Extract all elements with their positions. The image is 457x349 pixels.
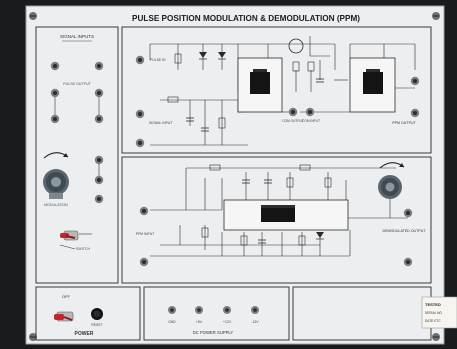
power-label: POWER [75,331,94,337]
capacitor-icon [242,179,250,184]
socket-signal-5[interactable] [50,114,60,124]
socket-pulse-in[interactable] [135,55,145,65]
modulation-label: MODULATION [44,203,68,207]
socket-mod-1[interactable] [94,155,104,165]
resistor-icon [218,117,226,129]
signal-input-label: SIGNAL INPUT [149,121,172,125]
demodulator-circuit [150,167,408,257]
pulse-output-label: PULSE OUTPUT [63,82,91,86]
socket-signal-6[interactable] [94,114,104,124]
diode-icon [316,232,324,240]
resistor-icon [299,164,311,171]
com-input-label: COM INPUT [302,119,320,123]
screw-icon [432,333,440,341]
socket-demod-out[interactable] [403,208,413,218]
arrowhead-icon [399,163,404,167]
capacitor-icon [264,179,272,184]
socket-plus5v[interactable] [195,306,203,314]
panel-face [25,5,445,345]
terminal-label-gnd: GND [168,320,176,324]
ic-module-2 [349,57,396,113]
terminal-label-minus12v: -12V [251,320,259,324]
ppm-output-label: PPM OUTPUT [392,121,416,125]
socket-mod-3[interactable] [94,194,104,204]
reset-button[interactable] [91,308,103,320]
diode-icon [218,52,226,60]
ppm-input-label: PPM INPUT [136,232,154,236]
pulse-in-label: PULSE IN [150,58,166,62]
socket-signal-4[interactable] [94,88,104,98]
sticker-line-1: TESTED [425,302,441,307]
socket-signal-3[interactable] [50,88,60,98]
modulation-knob[interactable] [43,169,69,199]
terminal-label-plus5v: +5V [196,320,203,324]
switch-label: SWITCH [76,247,91,251]
modulator-circuit [149,36,416,146]
resistor-icon [167,96,179,103]
power-section-border [35,286,141,341]
inspection-sticker: TESTED SERIAL NO DATE ETC [421,296,457,329]
ic-chip-demod [223,199,349,231]
resistor-icon [240,235,248,246]
reset-label: RESET [91,323,102,327]
demodulator-section-border [121,156,432,284]
screw-icon [432,12,440,20]
resistor-icon [298,235,306,246]
socket-ppm-gnd[interactable] [410,108,420,118]
socket-signal-2[interactable] [94,61,104,71]
modulator-section-border [121,26,432,154]
panel-title: PULSE POSITION MODULATION & DEMODULATION… [132,14,360,23]
mode-toggle-switch[interactable] [60,230,79,241]
socket-gnd[interactable] [168,306,176,314]
transistor-icon [288,38,304,54]
socket-ppm-output[interactable] [410,76,420,86]
socket-com-input[interactable] [305,107,315,117]
socket-mod-gnd[interactable] [135,138,145,148]
socket-plus12v[interactable] [223,306,231,314]
capacitor-icon [201,127,209,132]
capacitor-icon [258,239,266,244]
socket-com-output[interactable] [288,107,298,117]
resistor-icon [292,61,300,72]
power-off-label: OFF [62,294,71,299]
sticker-line-3: DATE ETC [425,319,441,323]
resistor-icon [201,227,209,238]
socket-ppm-input[interactable] [139,206,149,216]
screw-icon [29,12,37,20]
demod-level-knob[interactable] [378,175,402,199]
resistor-icon [209,164,221,171]
socket-demod-gnd[interactable] [139,257,149,267]
socket-demod-out-gnd[interactable] [403,257,413,267]
capacitor-icon [186,117,194,122]
resistor-icon [174,53,182,64]
dc-supply-section-border [143,286,290,341]
ic-module-1 [237,57,283,113]
com-output-label: COM OUTPUT [282,119,303,123]
sticker-line-2: SERIAL NO [425,311,442,315]
screw-icon [29,333,37,341]
demodulated-output-label: DEMODULATED OUTPUT [382,229,426,233]
capacitor-icon [316,78,324,83]
power-toggle-switch[interactable] [54,311,74,322]
terminal-label-plus12v: +12V [223,320,232,324]
socket-mod-2[interactable] [94,175,104,185]
resistor-icon [286,177,294,188]
dc-power-supply-label: DC POWER SUPPLY [193,330,234,335]
socket-minus12v[interactable] [251,306,259,314]
trace [59,244,76,250]
diode-icon [199,52,207,60]
arrowhead-icon [63,153,68,157]
socket-signal-in[interactable] [135,109,145,119]
resistor-icon [324,177,332,188]
signal-inputs-header: SIGNAL INPUTS [60,34,94,39]
left-section-border [35,26,119,284]
resistor-icon [307,61,315,72]
socket-signal-1[interactable] [50,61,60,71]
